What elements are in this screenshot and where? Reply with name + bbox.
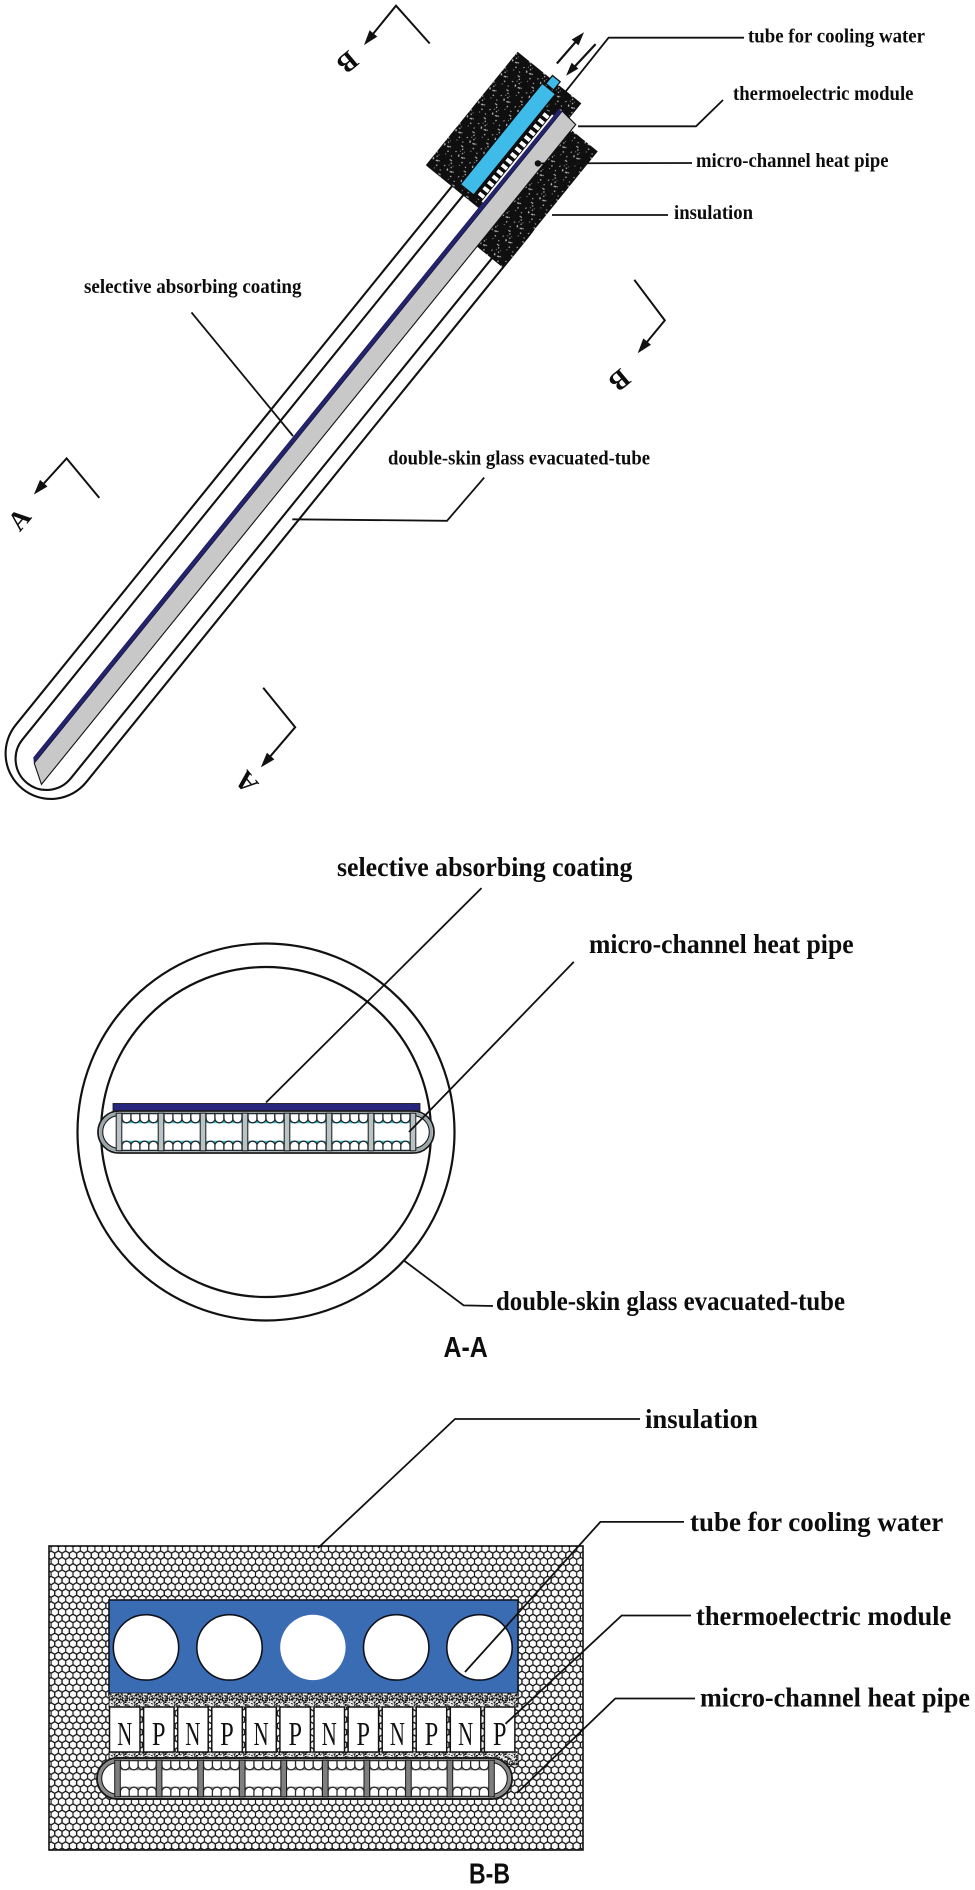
svg-text:tube for cooling water: tube for cooling water: [690, 1507, 943, 1537]
svg-text:selective absorbing coating: selective absorbing coating: [337, 852, 633, 882]
svg-text:double-skin glass evacuated-tu: double-skin glass evacuated-tube: [496, 1286, 845, 1316]
svg-text:N: N: [185, 1716, 200, 1753]
svg-text:selective absorbing coating: selective absorbing coating: [84, 277, 302, 298]
svg-text:N: N: [390, 1716, 405, 1753]
svg-text:micro-channel heat pipe: micro-channel heat pipe: [696, 151, 889, 172]
svg-text:insulation: insulation: [674, 203, 753, 224]
svg-text:insulation: insulation: [645, 1404, 758, 1434]
svg-text:B-B: B-B: [469, 1859, 510, 1890]
svg-text:P: P: [425, 1716, 439, 1753]
svg-text:P: P: [493, 1716, 507, 1753]
svg-text:N: N: [117, 1716, 132, 1753]
svg-text:P: P: [220, 1716, 234, 1753]
svg-text:P: P: [152, 1716, 166, 1753]
svg-text:N: N: [458, 1716, 473, 1753]
svg-text:A-A: A-A: [444, 1332, 488, 1364]
svg-text:micro-channel heat pipe: micro-channel heat pipe: [700, 1683, 970, 1713]
svg-text:thermoelectric module: thermoelectric module: [733, 84, 914, 105]
svg-text:double-skin glass evacuated-tu: double-skin glass evacuated-tube: [388, 449, 650, 470]
svg-text:micro-channel heat pipe: micro-channel heat pipe: [589, 929, 854, 959]
svg-text:N: N: [322, 1716, 337, 1753]
svg-text:N: N: [254, 1716, 269, 1753]
svg-text:P: P: [288, 1716, 302, 1753]
svg-text:thermoelectric module: thermoelectric module: [696, 1601, 951, 1631]
svg-text:tube for cooling water: tube for cooling water: [748, 27, 925, 48]
svg-text:P: P: [357, 1716, 371, 1753]
